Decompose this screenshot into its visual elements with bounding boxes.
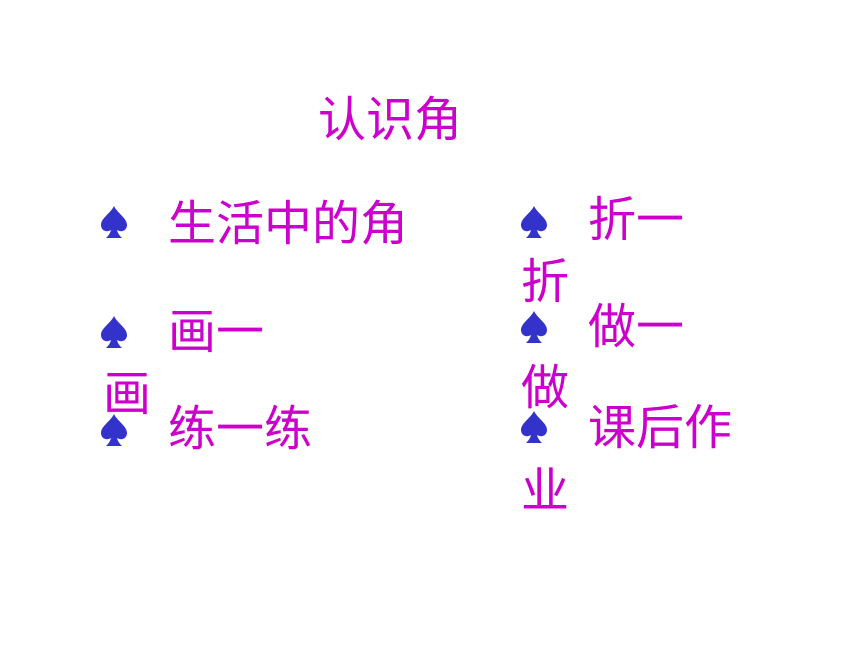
spade-icon (520, 205, 548, 239)
spade-icon (100, 315, 128, 349)
list-item-homework-wrap: 业 (521, 463, 570, 519)
list-item-draw-wrap: 画 (103, 366, 152, 422)
spade-icon (520, 310, 548, 344)
list-item-draw: 画一 (168, 304, 265, 360)
list-item-life-angles: 生活中的角 (168, 196, 409, 252)
spade-icon (520, 410, 548, 444)
spade-icon (100, 413, 128, 447)
list-item-homework: 课后作 (588, 400, 733, 456)
list-item-fold-wrap: 折 (521, 254, 570, 310)
list-item-make-wrap: 做 (521, 360, 570, 416)
list-item-fold: 折一 (588, 192, 685, 248)
spade-icon (100, 205, 128, 239)
list-item-practice: 练一练 (168, 401, 313, 457)
slide-title: 认识角 (318, 92, 463, 148)
list-item-make: 做一 (588, 299, 685, 355)
